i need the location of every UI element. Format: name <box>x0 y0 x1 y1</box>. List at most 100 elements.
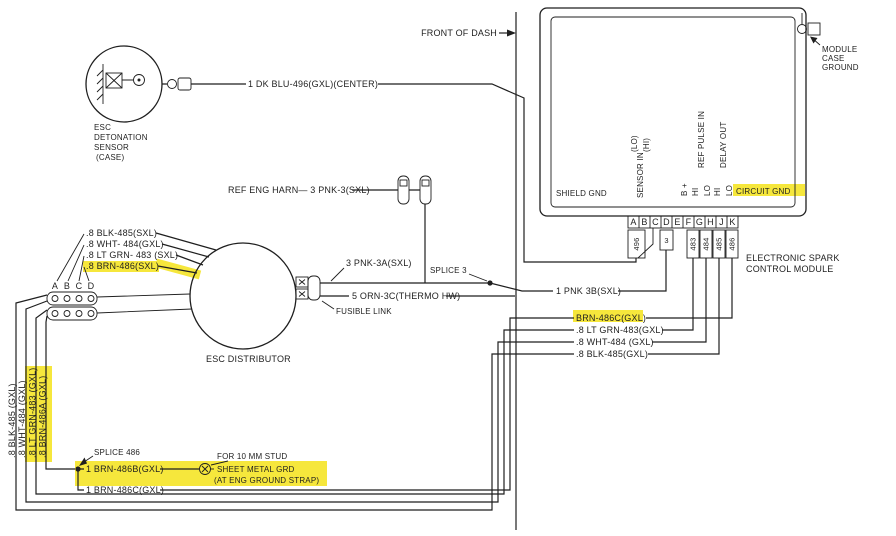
case-ground-label-line2: CASE <box>822 54 845 63</box>
module-pin-e: E <box>674 217 680 227</box>
module-pin-label-shield-gnd: SHIELD GND <box>556 189 607 198</box>
detonation-sensor-symbol <box>85 45 192 123</box>
module-pin-label-delay-out: DELAY OUT <box>719 122 728 168</box>
engine-wire-blk-label: .8 BLK-485 (GXL) <box>7 383 17 458</box>
wire-dk-blu-496 <box>162 83 637 263</box>
module-pin-letters: A B C D E F G H J K <box>630 217 735 227</box>
pigtail-lead-lines <box>155 232 217 274</box>
code-496: 496 <box>632 237 641 250</box>
wire-pnk-3a-label: 3 PNK-3A(SXL) <box>346 258 412 268</box>
module-pin-label-hi: (HI) <box>642 138 651 152</box>
ref-harness-connector-icons <box>397 175 432 205</box>
sensor-hatch-icon <box>96 64 104 104</box>
case-ground-label-line1: MODULE <box>822 45 857 54</box>
module-connector-code-boxes: 496 3 483 484 485 486 <box>627 229 739 259</box>
dash-wire-brn-label: BRN-486C(GXL) <box>576 313 646 323</box>
dash-wire-wht-label: .8 WHT-484 (GXL) <box>576 337 654 347</box>
highlight-left-wires <box>25 366 52 462</box>
pigtail-grn-label: .8 LT GRN- 483 (SXL) <box>86 250 178 260</box>
module-title-line1: ELECTRONIC SPARK <box>746 253 840 263</box>
dash-wire-grn-label: .8 LT GRN-483(GXL) <box>576 325 664 335</box>
case-ground-arrowhead-icon <box>810 36 818 44</box>
sensor-terminal-icon <box>133 74 145 86</box>
distributor-connector-icon <box>46 291 193 321</box>
sensor-label-line4: (CASE) <box>96 153 124 162</box>
wire-blk-485-run <box>15 294 574 511</box>
sensor-label-line2: DETONATION <box>94 133 148 142</box>
splice3-label: SPLICE 3 <box>430 266 467 275</box>
fusible-link-leader <box>321 300 335 310</box>
module-pin-c: C <box>652 217 659 227</box>
fusible-link-connector-icon <box>295 275 322 301</box>
inline-connector-key-icon <box>421 179 430 187</box>
pigtail-blk-label: .8 BLK-485(SXL) <box>86 228 157 238</box>
wire-brn-486c-label: 1 BRN-486C(GXL) <box>86 485 164 495</box>
sheet-metal-grd-label: SHEET METAL GRD <box>217 465 295 474</box>
code-486: 486 <box>728 237 737 250</box>
dist-pin-c: C <box>76 281 83 291</box>
sensor-terminal-dot <box>137 78 141 82</box>
dash-wire-wht-feed <box>652 258 707 343</box>
dist-pin-b: B <box>64 281 70 291</box>
code-483: 483 <box>689 237 698 250</box>
inline-connector-icon <box>419 175 432 205</box>
dash-wire-blk-feed <box>648 258 720 355</box>
highlight-circuit-gnd <box>733 184 805 196</box>
distributor-pin-letters: A B C D <box>52 281 95 291</box>
wire-brn-486c-run <box>77 317 574 491</box>
module-inner-box <box>550 16 796 208</box>
wire-brn-486a-run <box>45 315 75 470</box>
sensor-coil-icon <box>105 72 123 89</box>
module-pin-a: A <box>630 217 636 227</box>
dist-pin-d: D <box>88 281 95 291</box>
module-pin-label-b-plus: B + <box>680 183 689 196</box>
pigtail-wht-label: .8 WHT- 484(GXL) <box>86 239 164 249</box>
module-pin-h: H <box>707 217 714 227</box>
module-pin-label-ref-hi: HI <box>691 188 700 196</box>
module-pin-label-circuit-gnd: CIRCUIT GND <box>736 187 791 196</box>
module-pin-d: D <box>663 217 670 227</box>
front-of-dash-arrowhead-icon <box>507 29 516 37</box>
module-title-line2: CONTROL MODULE <box>746 264 833 274</box>
front-of-dash-label: FRONT OF DASH <box>421 28 497 38</box>
code-3: 3 <box>664 236 668 245</box>
wire-grn-483-run <box>35 309 574 495</box>
ref-harness-wire <box>352 189 426 283</box>
dash-wire-grn-feed <box>662 258 694 331</box>
module-pin-label-delay-lo: LO <box>725 185 734 196</box>
distributor-label: ESC DISTRIBUTOR <box>206 354 291 364</box>
ground-stud-icon <box>199 463 214 475</box>
code-485: 485 <box>715 237 724 250</box>
module-pin-label-sensor-in: SENSOR IN <box>636 152 645 198</box>
sensor-label-line3: SENSOR <box>94 143 129 152</box>
module-pin-label-ref-lo: LO <box>703 185 712 196</box>
sensor-label-line1: ESC <box>94 123 111 132</box>
module-pin-k: K <box>729 217 735 227</box>
stud-note-label: FOR 10 MM STUD <box>217 452 287 461</box>
inline-connector-icon <box>397 175 410 205</box>
wire-dk-blu-label: 1 DK BLU-496(GXL)(CENTER) <box>248 79 378 89</box>
ground-strap-note-label: (AT ENG GROUND STRAP) <box>214 476 319 485</box>
stud-note-leader <box>210 460 229 466</box>
pigtail-brn-label: .8 BRN-486(SXL) <box>86 261 159 271</box>
highlight-brn486-label <box>83 261 159 272</box>
fusible-link-label: FUSIBLE LINK <box>336 307 392 316</box>
splice486-junction-dot <box>75 466 81 472</box>
wire-brn-486b-label: 1 BRN-486B(GXL) <box>86 464 164 474</box>
dash-wire-blk-label: .8 BLK-485(GXL) <box>576 349 648 359</box>
distributor-circle <box>189 242 297 350</box>
module-shield-drain-line <box>637 228 654 259</box>
module-pin-g: G <box>696 217 703 227</box>
engine-wire-brn-label: .8 BRN-486A (GXL) <box>38 376 48 458</box>
pigtail-fan-lines <box>56 233 90 282</box>
inline-connector-key-icon <box>399 179 408 187</box>
splice486-arrowhead-icon <box>79 457 87 466</box>
wire-pnk-3a-leader <box>330 267 345 282</box>
code-484: 484 <box>702 237 711 250</box>
code-box-496 <box>627 229 646 259</box>
ref-harness-label: REF ENG HARN— 3 PNK-3(SXL) <box>228 185 370 195</box>
module-pin-j: J <box>719 217 724 227</box>
sensor-connector-pin-icon <box>167 79 177 89</box>
